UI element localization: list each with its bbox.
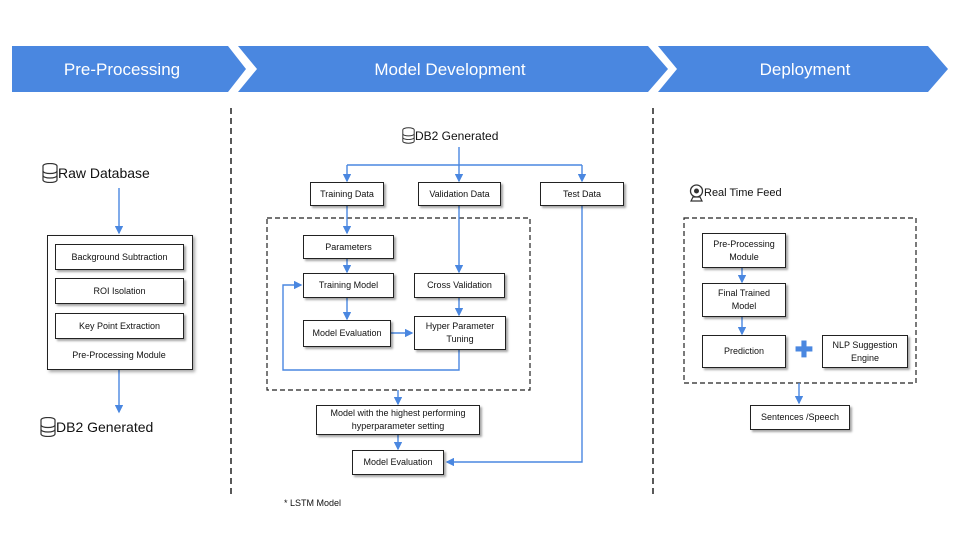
training-model-box: Training Model — [303, 273, 394, 298]
validation-data-box: Validation Data — [418, 182, 501, 206]
banner-label-deployment: Deployment — [759, 60, 851, 79]
training-group — [266, 217, 531, 391]
cross-validation-box: Cross Validation — [414, 273, 505, 298]
database-icon — [402, 127, 415, 144]
plus-icon: ✚ — [794, 337, 814, 362]
deploy-preprocessing-module-box: Pre-Processing Module — [702, 233, 786, 268]
key-point-extraction-box: Key Point Extraction — [55, 313, 184, 339]
banner-preprocessing — [12, 46, 246, 92]
banner-model-development — [238, 46, 668, 92]
test-data-box: Test Data — [540, 182, 624, 206]
real-time-feed-label: Real Time Feed — [689, 184, 782, 202]
db2-generated-output-label: DB2 Generated — [40, 417, 153, 437]
sentences-speech-box: Sentences /Speech — [750, 405, 850, 430]
final-trained-model-box: Final Trained Model — [702, 283, 786, 317]
banner-deployment — [658, 46, 948, 92]
best-model-box: Model with the highest performing hyperp… — [316, 405, 480, 435]
webcam-icon — [689, 184, 704, 202]
nlp-suggestion-engine-box: NLP Suggestion Engine — [822, 335, 908, 368]
raw-database-label: Raw Database — [42, 163, 150, 183]
parameters-box: Parameters — [303, 235, 394, 259]
prediction-box: Prediction — [702, 335, 786, 368]
db2-generated-source-label: DB2 Generated — [402, 127, 498, 144]
hyper-parameter-tuning-box: Hyper Parameter Tuning — [414, 316, 506, 350]
database-icon — [40, 417, 56, 437]
training-data-box: Training Data — [310, 182, 384, 206]
background-subtraction-box: Background Subtraction — [55, 244, 184, 270]
lstm-model-note: * LSTM Model — [284, 498, 342, 508]
deployment-group — [683, 217, 917, 384]
database-icon — [42, 163, 58, 183]
banner-label-model-development: Model Development — [374, 60, 526, 79]
model-evaluation-final-box: Model Evaluation — [352, 450, 444, 475]
roi-isolation-box: ROI Isolation — [55, 278, 184, 304]
model-evaluation-inner-box: Model Evaluation — [303, 320, 391, 347]
banner-label-preprocessing: Pre-Processing — [63, 60, 181, 79]
preprocessing-module-caption: Pre-Processing Module — [72, 350, 166, 360]
